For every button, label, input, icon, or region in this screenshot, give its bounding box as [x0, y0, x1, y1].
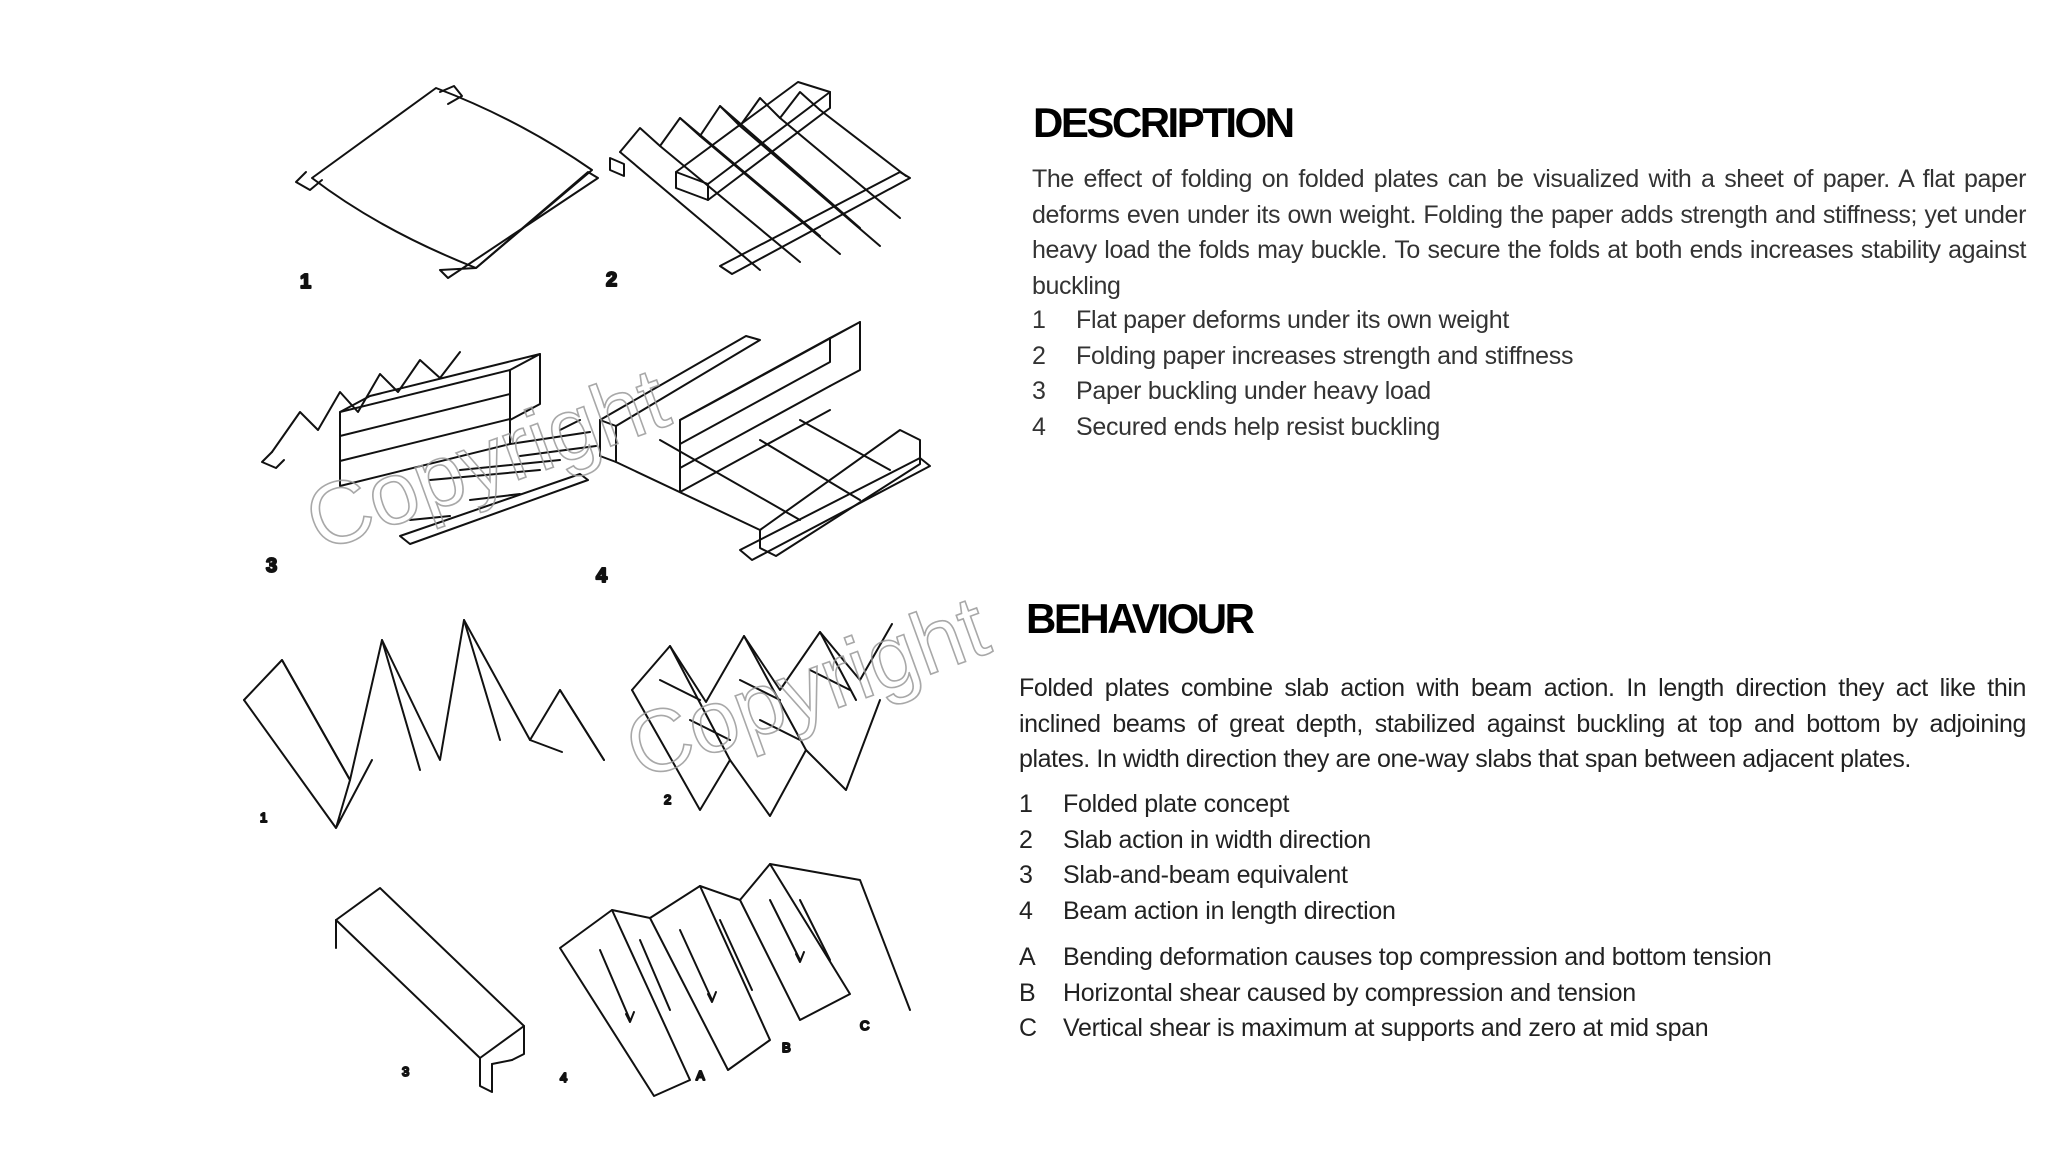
- list-item-text: Bending deformation causes top compressi…: [1063, 943, 1772, 971]
- list-item-number: 2: [1032, 341, 1046, 370]
- list-item-letter: B: [1019, 978, 1036, 1007]
- folded-plate-illustrations: 1 2 3: [243, 81, 1000, 1097]
- list-item: 3 Slab-and-beam equivalent: [1019, 858, 1919, 894]
- figure-number: 1: [260, 810, 267, 825]
- description-list: 1 Flat paper deforms under its own weight…: [1032, 303, 1932, 445]
- description-heading: DESCRIPTION: [1033, 99, 1295, 146]
- behaviour-heading: BEHAVIOUR: [1026, 595, 1255, 642]
- list-item: A Bending deformation causes top compress…: [1019, 940, 1919, 976]
- figure-number: 4: [560, 1070, 567, 1085]
- list-item-text: Paper buckling under heavy load: [1076, 377, 1431, 405]
- list-item-text: Horizontal shear caused by compression a…: [1063, 978, 1636, 1007]
- figure-buckled-paper: [261, 351, 597, 545]
- figure-folded-paper: [609, 81, 911, 275]
- figure-number: 3: [402, 1064, 409, 1079]
- figure-beam-action: [559, 863, 911, 1097]
- list-item-number: 4: [1032, 412, 1046, 441]
- list-item-text: Folding paper increases strength and sti…: [1076, 341, 1574, 370]
- figure-folded-plate-concept: [243, 619, 605, 829]
- list-item-number: 4: [1019, 896, 1033, 925]
- list-item-text: Slab-and-beam equivalent: [1063, 861, 1348, 889]
- watermark: Copyright: [293, 348, 681, 570]
- list-item-number: 3: [1019, 861, 1033, 889]
- list-item-number: 1: [1019, 790, 1033, 818]
- list-item-letter: C: [1019, 1014, 1037, 1042]
- list-item: 1 Flat paper deforms under its own weight: [1032, 303, 1932, 339]
- list-item: 3 Paper buckling under heavy load: [1032, 374, 1932, 410]
- figure-number: 2: [606, 269, 617, 291]
- figure-number: 1: [300, 271, 311, 293]
- figure-number: 3: [266, 555, 277, 577]
- list-item: C Vertical shear is maximum at supports a…: [1019, 1011, 1919, 1047]
- list-item-text: Slab action in width direction: [1063, 825, 1371, 854]
- arrow-label-b: B: [782, 1040, 791, 1055]
- arrow-label-a: A: [696, 1068, 705, 1083]
- list-item-number: 3: [1032, 377, 1046, 405]
- figure-number: 4: [596, 565, 608, 587]
- figure-flat-paper: [295, 85, 599, 279]
- figure-number: 2: [664, 792, 671, 807]
- arrow-label-c: C: [860, 1018, 869, 1033]
- list-item: 4 Beam action in length direction: [1019, 894, 1919, 930]
- list-item: 2 Folding paper increases strength and st…: [1032, 339, 1932, 375]
- list-item-text: Flat paper deforms under its own weight: [1076, 306, 1509, 334]
- figure-slab-beam-equivalent: [335, 887, 525, 1093]
- description-paragraph: The effect of folding on folded plates c…: [1032, 165, 2026, 300]
- list-item: 4 Secured ends help resist buckling: [1032, 410, 1932, 446]
- list-item: B Horizontal shear caused by compression …: [1019, 976, 1919, 1012]
- list-item-text: Beam action in length direction: [1063, 896, 1396, 925]
- behaviour-paragraph: Folded plates combine slab action with b…: [1019, 674, 2026, 773]
- list-item: 1 Folded plate concept: [1019, 787, 1919, 823]
- figure-secured-ends: [599, 321, 931, 561]
- figure-slab-action: [631, 623, 893, 817]
- watermark: Copyright: [613, 576, 1000, 798]
- list-item: 2 Slab action in width direction: [1019, 823, 1919, 859]
- behaviour-list: 1 Folded plate concept 2 Slab action in wi…: [1019, 787, 1919, 929]
- list-item-text: Vertical shear is maximum at supports an…: [1063, 1014, 1709, 1042]
- list-item-text: Folded plate concept: [1063, 790, 1290, 818]
- list-item-number: 1: [1032, 306, 1046, 334]
- list-item-letter: A: [1019, 943, 1036, 971]
- list-item-number: 2: [1019, 825, 1033, 854]
- list-item-text: Secured ends help resist buckling: [1076, 412, 1440, 441]
- behaviour-letter-list: A Bending deformation causes top compress…: [1019, 940, 1919, 1047]
